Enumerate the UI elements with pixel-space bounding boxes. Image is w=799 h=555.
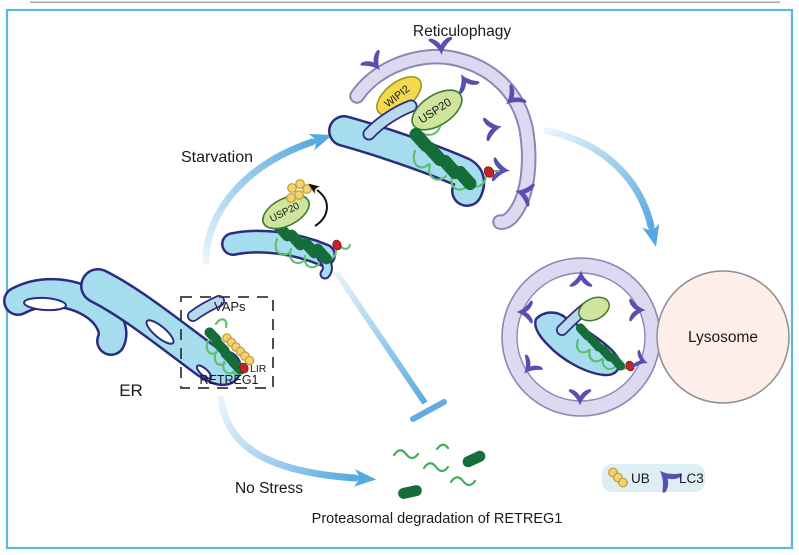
lir-label: LIR bbox=[250, 363, 267, 375]
retreg1-er-complex: VAPs RETREG1 LIR bbox=[180, 295, 274, 389]
usp20-enzyme bbox=[578, 296, 610, 322]
er-network: ER bbox=[3, 268, 242, 400]
legend-ub-label: UB bbox=[631, 471, 650, 486]
lysosome-body bbox=[656, 270, 790, 404]
maturation-arrow bbox=[543, 127, 660, 247]
lysosome-label: Lysosome bbox=[688, 329, 758, 346]
inhibition-tbar bbox=[333, 270, 447, 422]
lysosome: Lysosome bbox=[656, 270, 790, 404]
diagram-title: Reticulophagy bbox=[413, 23, 511, 40]
er-lumen-slot bbox=[145, 319, 175, 345]
degradation-caption: Proteasomal degradation of RETREG1 bbox=[312, 511, 563, 527]
deubiquitination-arrow bbox=[308, 183, 328, 227]
retreg1-helices bbox=[409, 127, 477, 191]
legend-lc3-label: LC3 bbox=[679, 471, 704, 486]
starvation-arrow: Starvation bbox=[181, 133, 333, 265]
zoom-dashed-box bbox=[180, 296, 274, 389]
released-ubiquitin bbox=[286, 179, 312, 203]
starvation-label: Starvation bbox=[181, 149, 253, 166]
legend: UB LC3 bbox=[602, 461, 705, 494]
er-lumen-slot bbox=[23, 296, 67, 312]
no-stress-label: No Stress bbox=[235, 480, 303, 497]
degraded-retreg1-fragment bbox=[462, 450, 486, 468]
legend-box bbox=[602, 464, 705, 492]
degradation-products: Proteasomal degradation of RETREG1 bbox=[312, 443, 563, 527]
no-stress-arrow: No Stress bbox=[217, 395, 377, 497]
retreg1-label: RETREG1 bbox=[199, 373, 258, 387]
usp20-enzyme: USP20 bbox=[262, 194, 310, 230]
phagophore-assembly: WIPI2 USP20 bbox=[328, 36, 537, 230]
autophagosome bbox=[501, 257, 661, 417]
retreg1-helices bbox=[575, 323, 626, 371]
vaps-label: VAPs bbox=[214, 299, 246, 314]
lir-motif-icon bbox=[332, 239, 342, 251]
er-lumen-slot bbox=[195, 364, 213, 380]
degraded-retreg1-fragment bbox=[398, 485, 422, 499]
ubiquitin-legend-icon bbox=[608, 467, 628, 488]
lir-motif-icon bbox=[483, 166, 495, 178]
deubiquitinated-retreg1: USP20 bbox=[221, 179, 352, 280]
usp20-enzyme: USP20 bbox=[411, 89, 463, 131]
lir-motif-icon bbox=[239, 362, 249, 374]
ubiquitin-chain-icon bbox=[222, 333, 255, 366]
er-label: ER bbox=[119, 381, 143, 400]
